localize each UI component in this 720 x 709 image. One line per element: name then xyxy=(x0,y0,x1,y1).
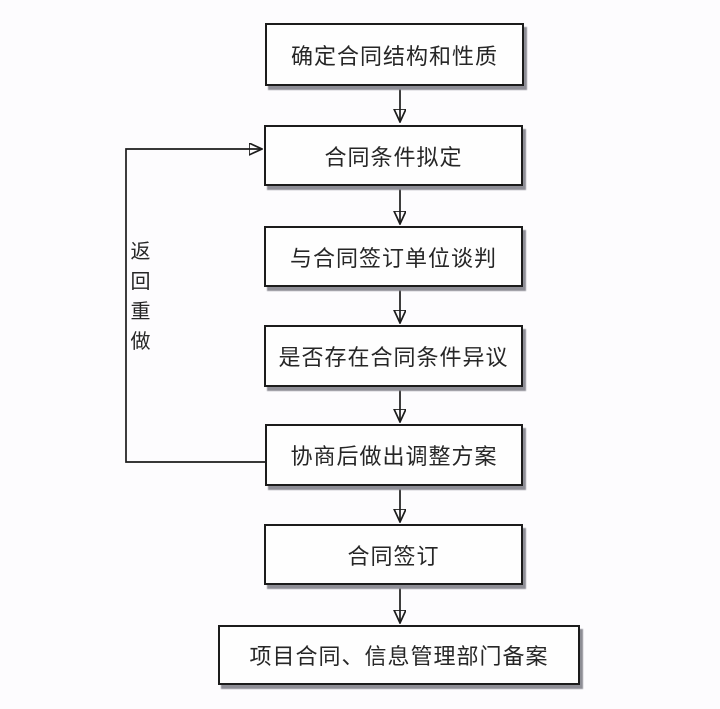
flow-node-label: 协商后做出调整方案 xyxy=(290,444,498,469)
flow-node-label: 确定合同结构和性质 xyxy=(290,43,498,69)
flow-node-step-4: 是否存在合同条件异议 xyxy=(264,325,523,387)
flow-node-label: 与合同签订单位谈判 xyxy=(289,245,497,271)
flow-node-label: 合同签订 xyxy=(347,543,440,569)
flow-node-step-2: 合同条件拟定 xyxy=(264,125,523,186)
flow-node-step-7: 项目合同、信息管理部门备案 xyxy=(218,625,580,685)
loop-back-label: 返回重做 xyxy=(130,241,151,353)
flow-node-step-1: 确定合同结构和性质 xyxy=(265,23,524,86)
flow-node-label: 项目合同、信息管理部门备案 xyxy=(249,644,549,669)
flow-node-step-3: 与合同签订单位谈判 xyxy=(264,226,523,287)
flow-node-label: 合同条件拟定 xyxy=(324,144,463,170)
flow-node-label: 是否存在合同条件异议 xyxy=(278,345,509,370)
flow-node-step-6: 合同签订 xyxy=(264,524,523,585)
flow-node-step-5: 协商后做出调整方案 xyxy=(265,424,523,486)
